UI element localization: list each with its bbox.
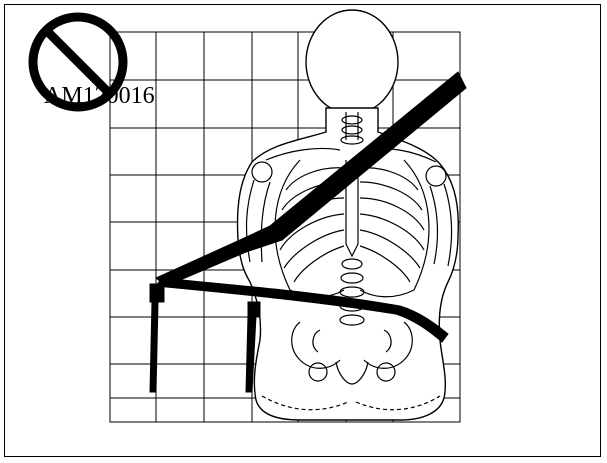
buckle <box>248 302 260 316</box>
anchor-strap <box>150 302 158 392</box>
torso-silhouette <box>238 10 459 420</box>
figure-code-label: AM120016 <box>44 84 155 108</box>
belt-anchor <box>150 284 164 302</box>
